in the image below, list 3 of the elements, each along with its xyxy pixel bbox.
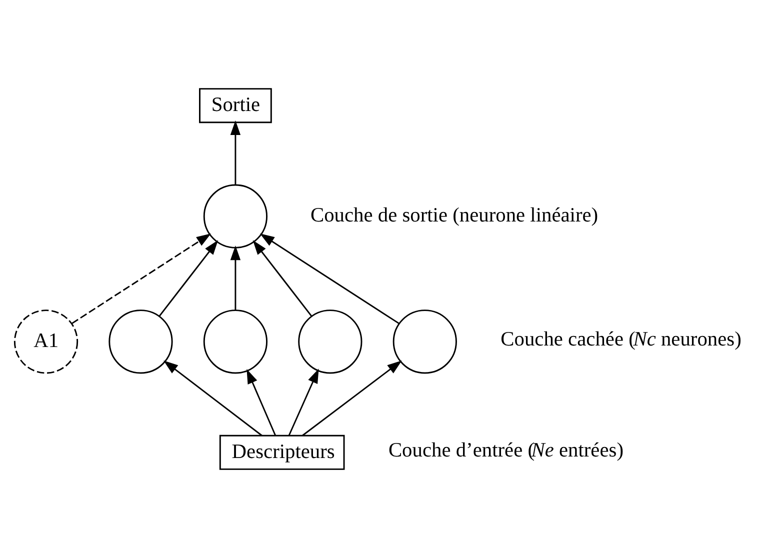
- label: Couche cachée (Nc neurones): [500, 328, 742, 350]
- label: Couche de sortie (neurone linéaire): [310, 204, 598, 226]
- label: Couche d’entrée (Ne entrées): [388, 438, 624, 461]
